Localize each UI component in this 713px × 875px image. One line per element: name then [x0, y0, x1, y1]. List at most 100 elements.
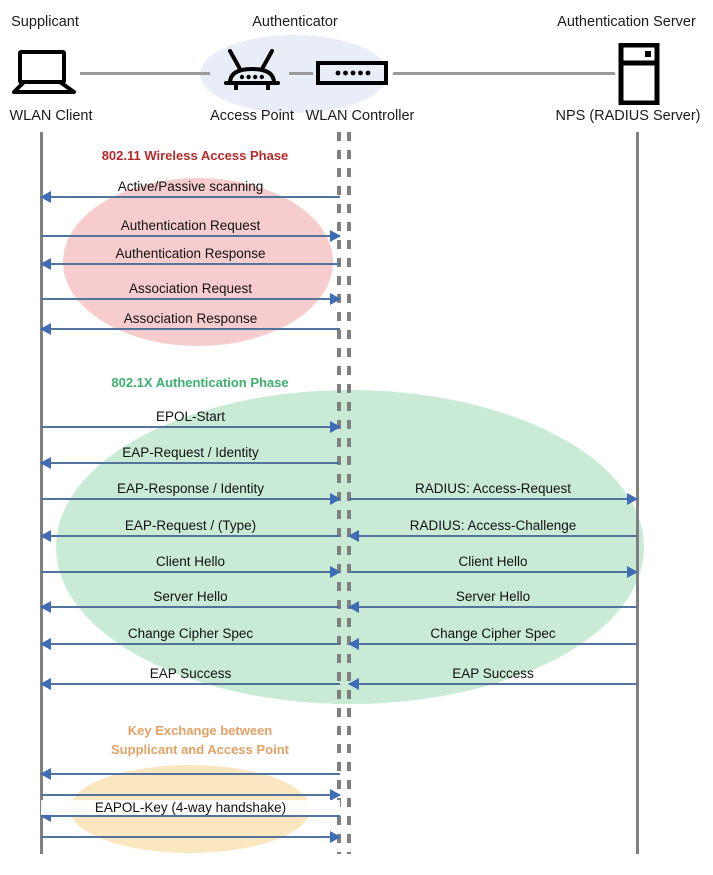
link-controller-to-server	[393, 72, 615, 75]
message-arrow-20	[41, 768, 341, 801]
message-line	[41, 815, 340, 817]
message-arrow-14: Server Hello	[348, 580, 637, 613]
arrowhead-left	[40, 323, 51, 335]
link-ap-to-controller	[289, 72, 313, 75]
arrowhead-left	[40, 678, 51, 690]
message-label: EAP Success	[149, 666, 232, 681]
message-arrow-21: EAPOL-Key (4-way handshake)	[40, 789, 340, 822]
message-arrow-13: Server Hello	[40, 580, 340, 613]
message-arrow-7: EAP-Response / Identity	[41, 472, 341, 505]
arrowhead-right	[330, 230, 341, 242]
message-line	[41, 683, 340, 685]
message-arrow-9: EAP-Request / (Type)	[40, 509, 340, 542]
message-label: Change Cipher Spec	[127, 626, 254, 641]
role-title-supplicant: Supplicant	[11, 14, 79, 30]
link-client-to-ap	[80, 72, 210, 75]
message-line	[41, 196, 340, 198]
server-icon	[618, 42, 660, 110]
message-label: Server Hello	[153, 589, 228, 604]
message-line	[41, 462, 340, 464]
wlan-controller-icon	[316, 60, 388, 91]
arrowhead-left	[40, 530, 51, 542]
message-line	[41, 571, 340, 573]
message-arrow-1: Authentication Request	[41, 209, 341, 242]
message-line	[41, 328, 340, 330]
arrowhead-right	[627, 566, 638, 578]
message-line	[41, 235, 340, 237]
role-title-authenticator: Authenticator	[252, 14, 338, 30]
arrowhead-left	[348, 530, 359, 542]
message-line	[349, 683, 637, 685]
arrowhead-left	[348, 601, 359, 613]
message-label: Change Cipher Spec	[430, 626, 556, 641]
message-label: EAP-Request / (Type)	[124, 518, 257, 533]
message-label: EAPOL-Key (4-way handshake)	[41, 800, 340, 815]
arrowhead-right	[330, 831, 341, 843]
message-line	[41, 535, 340, 537]
message-line	[349, 535, 637, 537]
laptop-icon	[12, 50, 78, 100]
message-arrow-19	[40, 747, 340, 780]
message-label: Client Hello	[155, 554, 226, 569]
message-label: RADIUS: Access-Challenge	[409, 518, 577, 533]
arrowhead-right	[330, 566, 341, 578]
message-label: Association Response	[123, 311, 258, 326]
message-arrow-6: EAP-Request / Identity	[40, 436, 340, 469]
arrowhead-right	[330, 493, 341, 505]
arrowhead-left	[40, 457, 51, 469]
node-label-wlan-client: WLAN Client	[9, 108, 93, 124]
node-label-nps-radius-server: NPS (RADIUS Server)	[555, 108, 701, 124]
arrowhead-right	[330, 293, 341, 305]
message-arrow-12: Client Hello	[349, 545, 638, 578]
message-arrow-15: Change Cipher Spec	[40, 617, 340, 650]
message-line	[41, 794, 340, 796]
arrowhead-left	[40, 638, 51, 650]
message-arrow-8: RADIUS: Access-Request	[349, 472, 638, 505]
arrowhead-left	[40, 191, 51, 203]
message-line	[41, 836, 340, 838]
phase-title-dot1x-authentication: 802.1X Authentication Phase	[111, 375, 289, 390]
phase-title-key-exchange: Key Exchange between Supplicant and Acce…	[111, 723, 289, 757]
arrowhead-right	[330, 421, 341, 433]
arrowhead-left	[348, 678, 359, 690]
message-line	[41, 606, 340, 608]
arrowhead-left	[40, 601, 51, 613]
message-label: Active/Passive scanning	[117, 179, 264, 194]
message-line	[41, 773, 340, 775]
message-line	[41, 426, 340, 428]
message-label: Authentication Response	[115, 246, 266, 261]
message-line	[41, 643, 340, 645]
arrowhead-left	[348, 638, 359, 650]
message-arrow-4: Association Response	[40, 302, 340, 335]
message-line	[41, 298, 340, 300]
message-line	[349, 606, 637, 608]
node-label-access-point: Access Point	[210, 108, 294, 124]
message-label: EPOL-Start	[155, 409, 226, 424]
message-arrow-0: Active/Passive scanning	[40, 170, 340, 203]
phase-title-wireless-access: 802.11 Wireless Access Phase	[101, 148, 289, 163]
message-arrow-22	[41, 810, 341, 843]
message-label: EAP-Request / Identity	[122, 445, 259, 460]
message-label: Client Hello	[458, 554, 528, 569]
message-label: Association Request	[128, 281, 253, 296]
message-line	[349, 643, 637, 645]
message-arrow-16: Change Cipher Spec	[348, 617, 637, 650]
message-arrow-3: Association Request	[41, 272, 341, 305]
arrowhead-left	[40, 768, 51, 780]
message-arrow-11: Client Hello	[41, 545, 341, 578]
message-label: Server Hello	[455, 589, 531, 604]
message-arrow-18: EAP Success	[348, 657, 637, 690]
lifeline-wlan-controller	[347, 132, 351, 854]
message-line	[349, 498, 637, 500]
message-line	[41, 498, 340, 500]
message-label: EAP Success	[452, 666, 534, 681]
message-arrow-10: RADIUS: Access-Challenge	[348, 509, 637, 542]
message-arrow-5: EPOL-Start	[41, 400, 341, 433]
lifeline-supplicant	[40, 132, 43, 854]
arrowhead-left	[40, 810, 51, 822]
arrowhead-right	[627, 493, 638, 505]
message-line	[349, 571, 637, 573]
role-title-authentication-server: Authentication Server	[557, 14, 696, 30]
arrowhead-right	[330, 789, 341, 801]
